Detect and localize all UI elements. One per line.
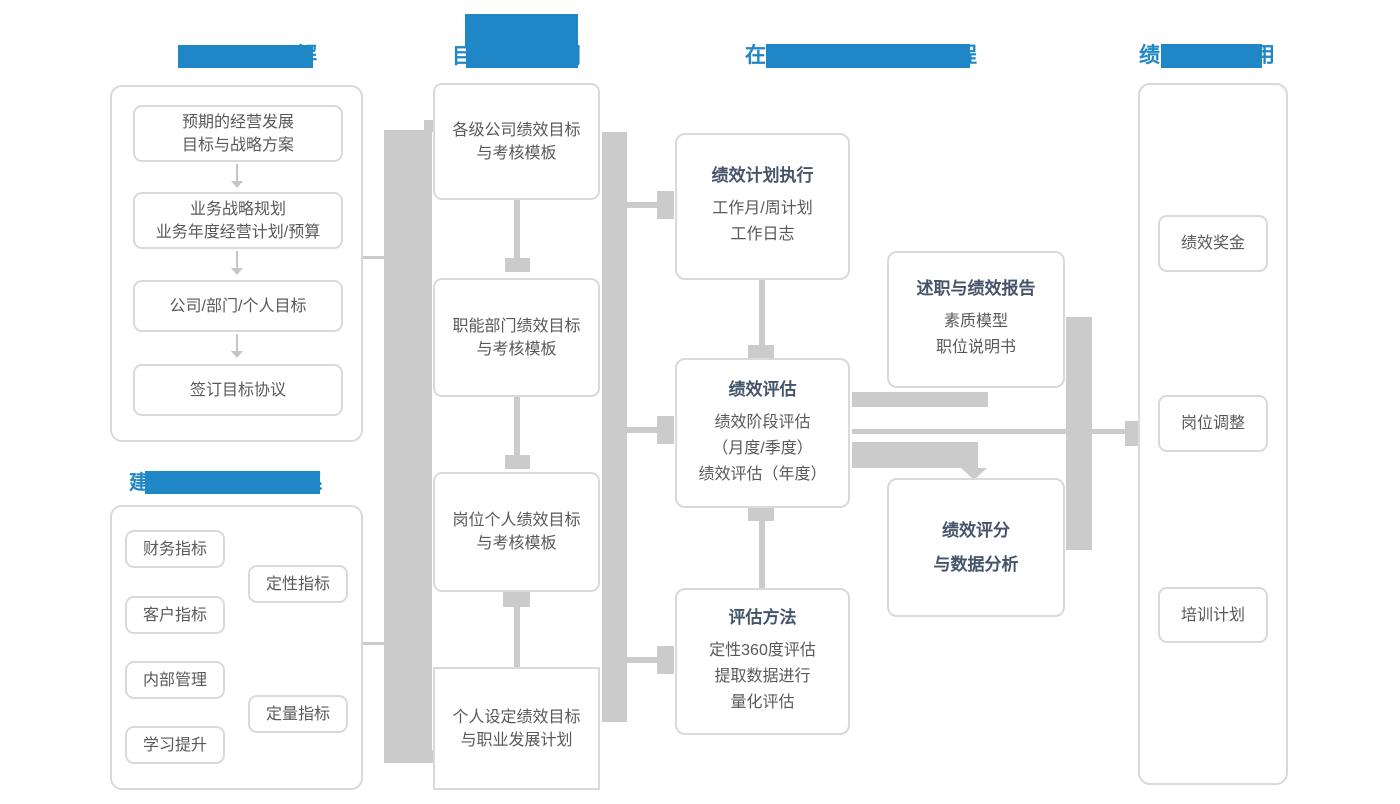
header-indicators-cover-bar: [145, 471, 320, 494]
connector-eval-to-report-bar: [852, 392, 988, 407]
process-box-body: 工作月/周计划 工作日志: [712, 200, 813, 243]
connector-results-entry-node: [1125, 421, 1140, 446]
header-indicators-prefix-char: 建: [129, 472, 149, 494]
header-strategy-cover-bar: [178, 45, 313, 68]
connector-process-1-2-line: [759, 280, 765, 345]
down-arrow-line: [236, 251, 238, 268]
strategy-step-box: 业务战略规划 业务年度经营计划/预算: [133, 192, 343, 249]
trunk-right: [1066, 317, 1092, 550]
connector-trunk-to-plan-line: [627, 202, 659, 208]
header-results-cover-bar: [1161, 44, 1262, 68]
connector-template-3-4-line: [514, 607, 520, 667]
process-box-body: 定性360度评估 提取数据进行 量化评估: [709, 642, 816, 711]
process-box-plan: 绩效计划执行 工作月/周计划 工作日志: [675, 133, 850, 280]
process-box-title: 评估方法: [728, 608, 797, 627]
down-arrow-line: [236, 334, 238, 351]
trunk-middle: [602, 132, 627, 722]
header-results-prefix-char: 绩: [1139, 44, 1160, 67]
template-box: 岗位个人绩效目标 与考核模板: [433, 472, 600, 592]
strategy-step-box: 预期的经营发展 目标与战略方案: [133, 105, 343, 162]
header-process-prefix-char: 在: [745, 44, 766, 67]
indicator-box: 财务指标: [125, 530, 225, 568]
header-template-cover-block: [465, 14, 578, 47]
template-box: 职能部门绩效目标 与考核模板: [433, 278, 600, 397]
down-arrow-to-scoring-icon: [961, 468, 987, 480]
indicator-box: 定量指标: [248, 695, 348, 733]
connector-trunk-to-method-node: [657, 646, 674, 674]
report-box-body: 素质模型 职位说明书: [935, 313, 1016, 356]
down-arrow-line: [236, 164, 238, 181]
connector-process-2-3-line: [759, 521, 765, 588]
indicator-box: 学习提升: [125, 726, 225, 764]
result-box: 绩效奖金: [1158, 215, 1268, 272]
connector-template-2-3-arrow: [505, 455, 530, 469]
template-box: 个人设定绩效目标 与职业发展计划: [433, 667, 600, 790]
header-process-cover-bar: [766, 44, 970, 68]
down-arrow-icon: [231, 268, 243, 275]
connector-trunk-to-plan-node: [657, 191, 674, 219]
process-box-body: 绩效阶段评估 （月度/季度） 绩效评估（年度）: [698, 413, 827, 483]
connector-process-2-3-arrow: [748, 508, 774, 521]
scoring-box-title: 绩效评分 与数据分析: [933, 520, 1019, 574]
report-box-title: 述职与绩效报告: [916, 279, 1036, 298]
trunk-left: [384, 130, 432, 763]
connector-template-3-4-arrow: [503, 592, 530, 607]
report-box: 述职与绩效报告 素质模型 职位说明书: [887, 251, 1065, 388]
connector-trunk-to-eval-node: [657, 416, 674, 444]
connector-eval-to-results-line: [852, 429, 1128, 434]
connector-process-1-2-arrow: [748, 345, 774, 358]
strategy-step-box: 公司/部门/个人目标: [133, 280, 343, 332]
connector-indicators-to-trunk: [363, 642, 385, 645]
strategy-step-box: 签订目标协议: [133, 364, 343, 416]
connector-trunk-to-eval-line: [627, 427, 659, 433]
result-box: 培训计划: [1158, 587, 1268, 643]
indicator-box: 客户指标: [125, 596, 225, 634]
header-template-cover-bar: [466, 44, 578, 68]
process-box-method: 评估方法 定性360度评估 提取数据进行 量化评估: [675, 588, 850, 735]
template-box: 各级公司绩效目标 与考核模板: [433, 83, 600, 200]
scoring-box: 绩效评分 与数据分析: [887, 478, 1065, 617]
down-arrow-icon: [231, 181, 243, 188]
indicator-box: 内部管理: [125, 661, 225, 699]
down-arrow-icon: [231, 351, 243, 358]
result-box: 岗位调整: [1158, 395, 1268, 452]
connector-template-2-3-line: [514, 397, 520, 455]
indicator-box: 定性指标: [248, 565, 348, 603]
process-box-title: 绩效计划执行: [711, 166, 814, 185]
connector-strategy-to-trunk: [363, 256, 385, 259]
process-box-title: 绩效评估: [728, 379, 797, 399]
connector-template-1-2-arrow: [505, 258, 530, 272]
process-box-eval: 绩效评估 绩效阶段评估 （月度/季度） 绩效评估（年度）: [675, 358, 850, 508]
connector-template-1-2-line: [514, 200, 520, 258]
connector-trunk-to-method-line: [627, 657, 659, 663]
connector-eval-to-scoring-bar: [852, 442, 978, 468]
